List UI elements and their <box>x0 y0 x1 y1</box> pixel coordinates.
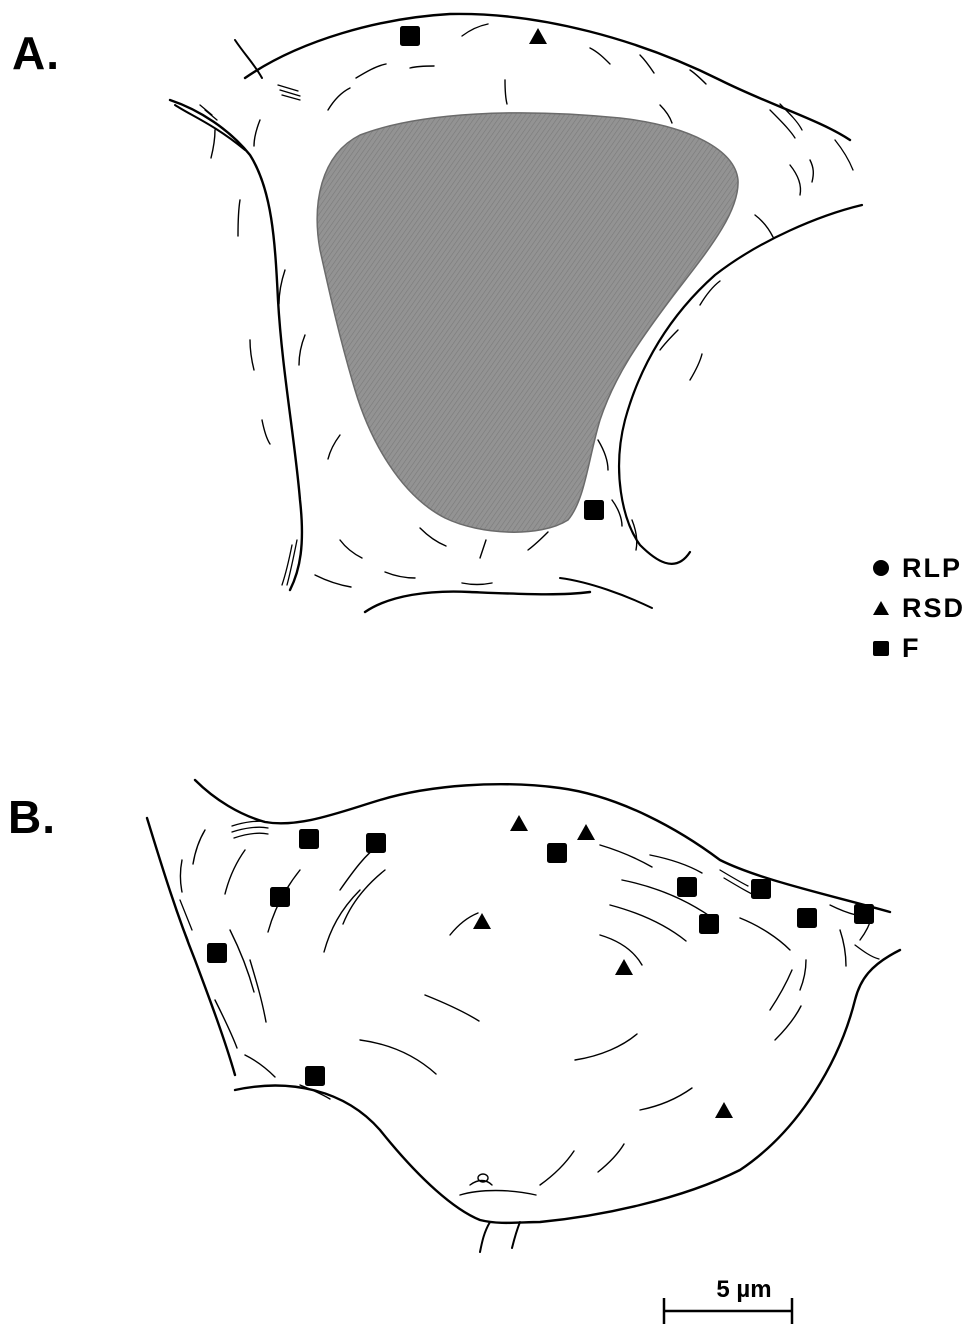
panel-b-triangle-marker-11 <box>473 913 491 929</box>
panel-b-square-marker-8 <box>854 904 874 924</box>
legend-label-rsd: RSD <box>902 593 965 624</box>
panel-a-shaded-region <box>317 113 738 532</box>
legend-label-rlp: RLP <box>902 553 962 584</box>
panel-b-square-marker-14 <box>305 1066 325 1086</box>
panel-b-triangle-marker-13 <box>615 959 633 975</box>
panel-b-square-marker-12 <box>207 943 227 963</box>
triangle-icon <box>872 599 902 617</box>
square-icon <box>872 639 902 657</box>
panel-a-triangle-marker-1 <box>529 28 547 44</box>
panel-b-triangle-marker-15 <box>715 1102 733 1118</box>
panel-b-drawing <box>147 780 900 1252</box>
panel-b-square-marker-7 <box>751 879 771 899</box>
legend: RLP RSD F <box>872 548 965 668</box>
panel-a-hatch <box>200 85 300 120</box>
circle-icon <box>872 559 902 577</box>
panel-a-hatch-right <box>770 104 853 170</box>
panel-a-cell-outline-left <box>170 100 302 590</box>
panel-a-square-marker-2 <box>584 500 604 520</box>
panel-a-square-marker-0 <box>400 26 420 46</box>
legend-label-f: F <box>902 633 921 664</box>
panel-b-hatch <box>176 821 268 940</box>
panel-a-neighbor-line-2 <box>235 40 262 78</box>
legend-item-f: F <box>872 628 965 668</box>
panel-a-drawing <box>170 14 862 612</box>
panel-b-label: B. <box>8 790 56 844</box>
legend-item-rlp: RLP <box>872 548 965 588</box>
panel-b-square-marker-1 <box>366 833 386 853</box>
panel-a-label: A. <box>12 26 60 80</box>
scale-bar-label: 5 µm <box>684 1276 804 1304</box>
legend-item-rsd: RSD <box>872 588 965 628</box>
panel-b-square-marker-5 <box>270 887 290 907</box>
panel-b-square-marker-4 <box>547 843 567 863</box>
panel-b-square-marker-0 <box>299 829 319 849</box>
panel-a-cell-outline-bottom <box>365 592 590 612</box>
panel-b-square-marker-9 <box>797 908 817 928</box>
panel-b-cell-outline-bottom <box>235 950 900 1223</box>
panel-b-triangle-marker-2 <box>510 815 528 831</box>
panel-b-square-marker-6 <box>677 877 697 897</box>
panel-a-neighbor-line-3 <box>175 105 245 150</box>
panel-b-stalk-detail <box>460 1174 536 1195</box>
panel-b-stalk <box>480 1222 520 1252</box>
panel-b-square-marker-10 <box>699 914 719 934</box>
panel-b-triangle-marker-3 <box>577 824 595 840</box>
